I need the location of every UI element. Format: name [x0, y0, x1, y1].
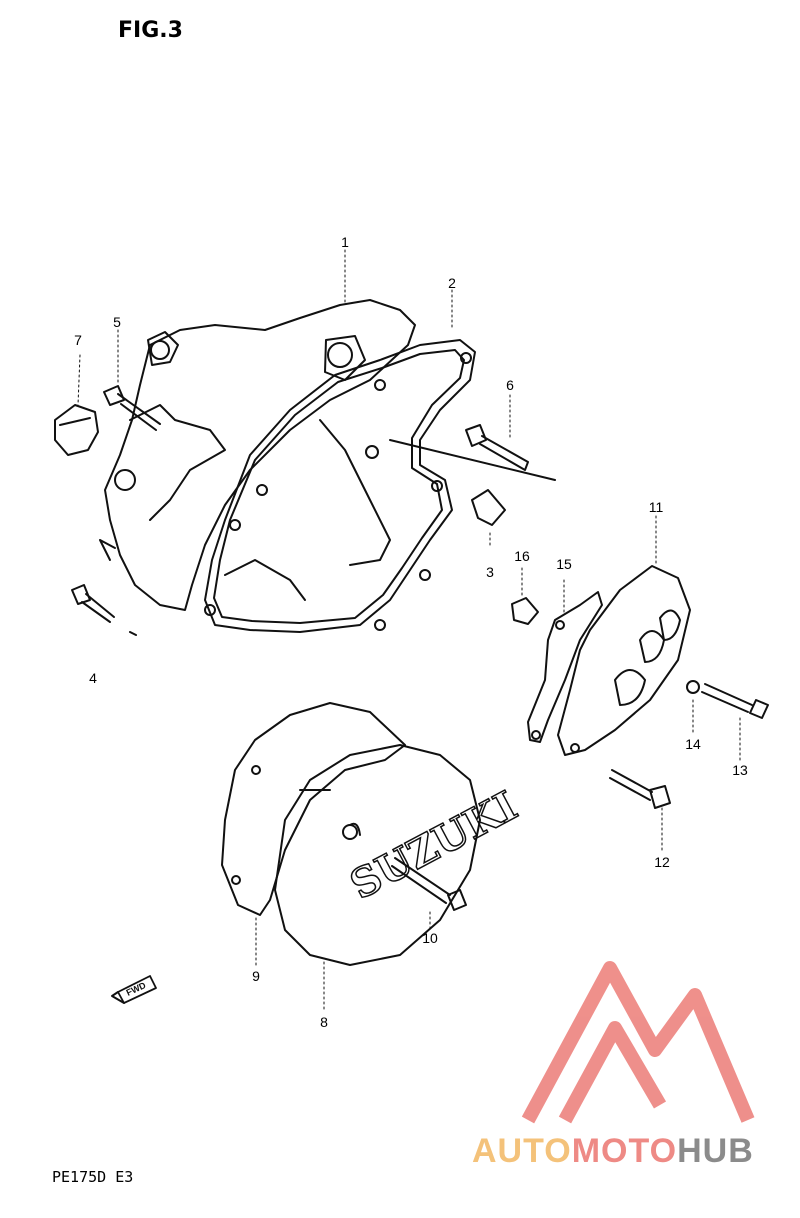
- dowel-3-part: [471, 489, 506, 526]
- callout-15: 15: [556, 556, 572, 572]
- callout-12: 12: [654, 854, 670, 870]
- callout-1: 1: [341, 234, 349, 250]
- bolt-4-part: [71, 584, 115, 623]
- callout-3: 3: [486, 564, 494, 580]
- callout-13: 13: [732, 762, 748, 778]
- callout-4: 4: [89, 670, 97, 686]
- callout-14: 14: [685, 736, 701, 752]
- callout-16: 16: [514, 548, 530, 564]
- callout-9: 9: [252, 968, 260, 984]
- callout-10: 10: [422, 930, 438, 946]
- magneto-cover-8-part: [274, 744, 481, 966]
- fwd-arrow-icon: [111, 975, 157, 1004]
- watermark-logo-icon: [521, 961, 755, 1124]
- figure-title: FIG.3: [118, 18, 183, 43]
- callout-7: 7: [74, 332, 82, 348]
- watermark-text: AUTOMOTOHUB: [472, 1132, 754, 1171]
- gasket-part: [204, 339, 476, 633]
- watermark-text-hub: HUB: [677, 1132, 754, 1170]
- callout-5: 5: [113, 314, 121, 330]
- bolt-6-part: [389, 424, 556, 481]
- fwd-label: FWD: [125, 980, 148, 998]
- kick-cover-11-part: [557, 565, 691, 756]
- cap-7-part: [54, 404, 99, 456]
- watermark-text-moto: MOTO: [571, 1132, 678, 1170]
- callout-6: 6: [506, 377, 514, 393]
- dowel-16-part: [511, 597, 539, 625]
- screw-13-part: [701, 683, 769, 719]
- leader-lines: [77, 249, 741, 1013]
- callout-2: 2: [448, 275, 456, 291]
- cover-emblem: SUZUKI: [343, 782, 525, 909]
- screw-10-part: [391, 857, 467, 911]
- callout-11: 11: [648, 499, 664, 515]
- callout-8: 8: [320, 1014, 328, 1030]
- screw-12-part: [609, 769, 671, 809]
- crankcase-cover-part: [99, 299, 416, 636]
- gasket-9-part: [221, 702, 406, 916]
- watermark-text-auto: AUTO: [472, 1132, 572, 1170]
- washer-14-part: [686, 680, 700, 694]
- model-code: PE175D E3: [52, 1168, 134, 1186]
- gasket-15-part: [527, 591, 603, 743]
- bolt-5-part: [103, 385, 161, 431]
